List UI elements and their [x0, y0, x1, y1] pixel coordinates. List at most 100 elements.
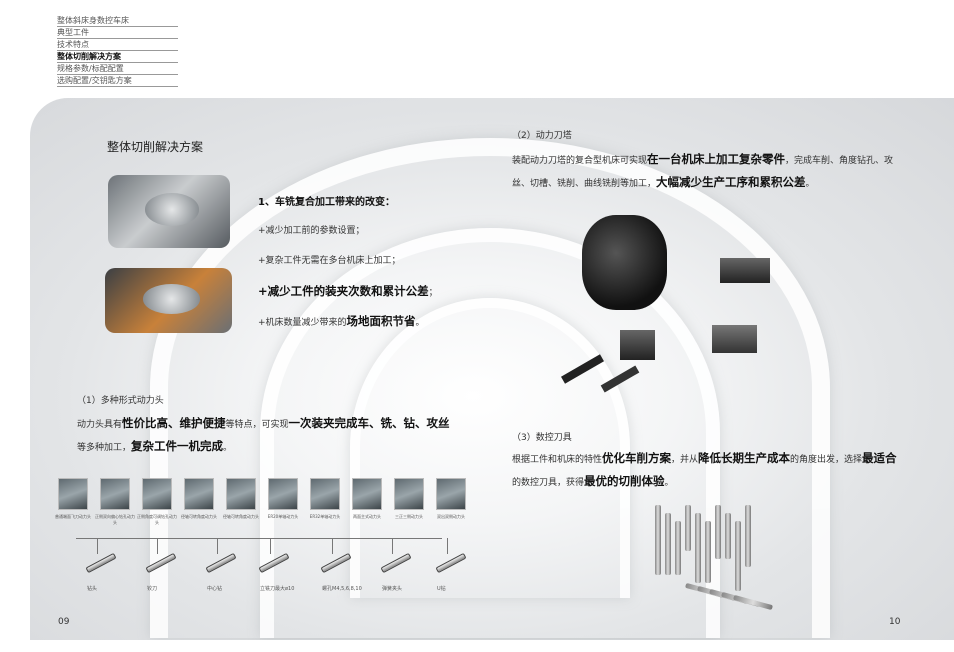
tool-holder-image	[720, 258, 770, 283]
connector-line	[270, 538, 271, 554]
page-number-left: 09	[58, 617, 70, 627]
power-head-label: ER20单轴动力头	[267, 514, 299, 519]
tool-label: 中心钻	[207, 586, 223, 592]
cnc-tools-text: 的数控刀具，获得最优的切削体验。	[512, 473, 674, 489]
nav-item[interactable]: 整体切削解决方案	[57, 51, 178, 63]
power-head-image	[394, 478, 424, 510]
text-run: 根据工件和机床的特性	[512, 455, 603, 465]
power-head-label: ER32单轴动力头	[309, 514, 341, 519]
text-run: 丝、切槽、铣削、曲线铣削等加工，	[512, 179, 657, 189]
change-item: +复杂工件无需在多台机床上加工；	[258, 253, 401, 266]
connector-line	[157, 538, 158, 554]
text-run: 。	[415, 318, 425, 328]
tool-label: 螺孔M4,5,6,8,10	[322, 586, 362, 592]
lathe-photo	[108, 175, 230, 248]
turning-tool	[745, 505, 751, 567]
turning-tool	[695, 513, 701, 583]
text-run: +减少加工前的参数设置；	[258, 226, 365, 236]
power-head-image	[268, 478, 298, 510]
text-run: 大幅减少生产工序和累积公差	[656, 175, 806, 189]
nav-item[interactable]: 选购配置/交钥匙方案	[57, 75, 178, 87]
power-head-label: 正侧双向偏心钻孔动力头	[95, 514, 135, 525]
text-run: 降低长期生产成本	[698, 451, 791, 465]
text-run: 性价比高、维护便捷	[122, 416, 226, 430]
turret-photo	[105, 268, 232, 333]
turning-tool	[665, 513, 671, 575]
text-run: 动力头具有	[77, 420, 123, 430]
power-head-label: 三正三侧动力头	[395, 514, 423, 519]
nav-item[interactable]: 规格参数/标配配置	[57, 63, 178, 75]
turning-tool	[715, 505, 721, 559]
text-run: 一次装夹完成车、铣、钻、攻丝	[288, 416, 450, 430]
connector-line	[392, 538, 393, 554]
power-head-text: 等多种加工，复杂工件一机完成。	[77, 438, 232, 454]
tool-label: 立铣刀最大ø10	[260, 586, 295, 592]
turret-text: 装配动力刀塔的复合型机床可实现在一台机床上加工复杂零件，完成车削、角度钻孔、攻	[512, 151, 893, 167]
page-number-right: 10	[889, 617, 901, 627]
turning-tool	[725, 513, 731, 559]
turning-tool	[675, 521, 681, 575]
turret-heading: （2）动力刀塔	[512, 131, 572, 141]
text-run: 优化车削方案	[602, 451, 672, 465]
power-head-label: 径轴可转角度动力头	[181, 514, 217, 519]
nav-item[interactable]: 技术特点	[57, 39, 178, 51]
power-head-heading: （1）多种形式动力头	[77, 396, 164, 406]
text-run: 复杂工件一机完成	[131, 439, 224, 453]
power-head-label: 普通端面飞刀动力头	[55, 514, 91, 519]
turning-tool	[655, 505, 661, 575]
text-run: 等特点，可实现	[225, 420, 289, 430]
turning-tool	[705, 521, 711, 583]
power-head-image	[142, 478, 172, 510]
power-head-image	[184, 478, 214, 510]
section-nav: 整体斜床身数控车床典型工件技术特点整体切削解决方案规格参数/标配配置选购配置/交…	[57, 15, 178, 87]
change-item: +减少工件的装夹次数和累计公差；	[258, 283, 438, 299]
tool-holder-image	[712, 325, 757, 353]
nav-item[interactable]: 整体斜床身数控车床	[57, 15, 178, 27]
text-run: ；	[428, 288, 438, 298]
change-item: +机床数量减少带来的场地面积节省。	[258, 313, 425, 329]
text-run: 。	[223, 443, 233, 453]
text-run: 最优的切削体验	[584, 474, 665, 488]
text-run: +减少工件的装夹次数和累计公差	[258, 284, 429, 298]
power-head-image	[226, 478, 256, 510]
connector-line	[76, 538, 442, 539]
change-item: +减少加工前的参数设置；	[258, 223, 365, 236]
text-run: 在一台机床上加工复杂零件	[647, 152, 786, 166]
connector-line	[332, 538, 333, 554]
text-run: 的数控刀具，获得	[512, 478, 585, 488]
power-head-label: 径轴可转角度动力头	[223, 514, 259, 519]
power-head-label: 双出双侧动力头	[437, 514, 465, 519]
power-head-image	[58, 478, 88, 510]
cnc-tools-text: 根据工件和机床的特性优化车削方案，并从降低长期生产成本的角度出发，选择最适合	[512, 450, 897, 466]
turning-tool	[685, 505, 691, 551]
power-head-image	[436, 478, 466, 510]
text-run: ，完成车削、角度钻孔、攻	[785, 156, 894, 166]
power-head-image	[100, 478, 130, 510]
connector-line	[97, 538, 98, 554]
text-run: 等多种加工，	[77, 443, 132, 453]
text-run: 的角度出发，选择	[790, 455, 863, 465]
tool-label: 弹簧夹头	[382, 586, 403, 592]
text-run: 。	[664, 478, 674, 488]
text-run: ，并从	[671, 455, 699, 465]
section-title: 整体切削解决方案	[107, 140, 204, 154]
connector-line	[447, 538, 448, 554]
tool-label: U钻	[437, 586, 446, 592]
tool-label: 钻头	[87, 586, 98, 592]
text-run: 最适合	[862, 451, 897, 465]
tunnel-arch	[350, 298, 630, 598]
text-run: +复杂工件无需在多台机床上加工；	[258, 256, 401, 266]
turret-text: 丝、切槽、铣削、曲线铣削等加工，大幅减少生产工序和累积公差。	[512, 174, 815, 190]
power-head-image	[310, 478, 340, 510]
change-heading: 1、车铣复合加工带来的改变：	[258, 197, 395, 208]
text-run: 。	[805, 179, 815, 189]
power-head-label: 两面主式动力头	[353, 514, 381, 519]
connector-line	[217, 538, 218, 554]
text-run: +机床数量减少带来的	[258, 318, 347, 328]
text-run: 装配动力刀塔的复合型机床可实现	[512, 156, 648, 166]
power-head-text: 动力头具有性价比高、维护便捷等特点，可实现一次装夹完成车、铣、钻、攻丝	[77, 415, 450, 431]
nav-item[interactable]: 典型工件	[57, 27, 178, 39]
tool-label: 铰刀	[147, 586, 158, 592]
power-head-image	[352, 478, 382, 510]
text-run: 场地面积节省	[346, 314, 416, 328]
